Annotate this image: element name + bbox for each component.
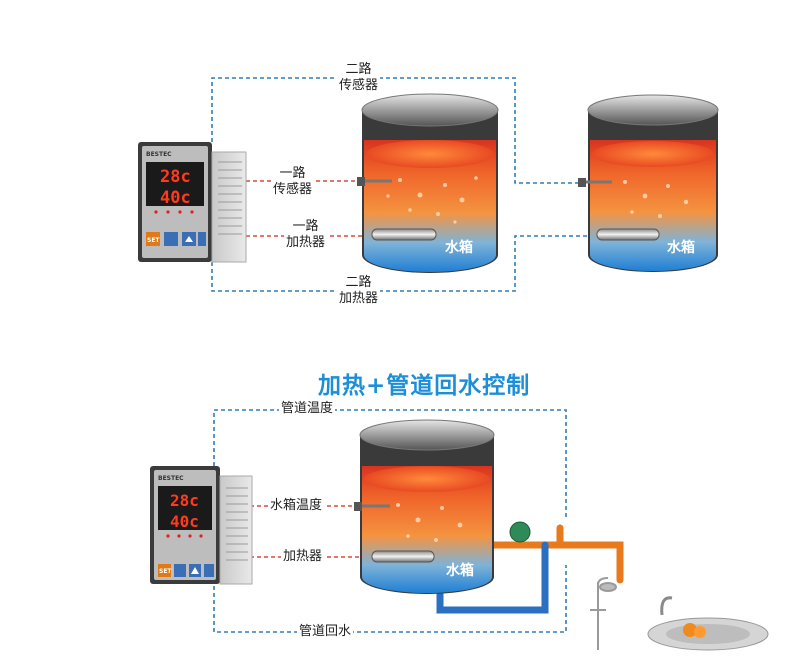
- label-ch1-sensor: 一路传感器: [271, 166, 315, 198]
- down-button[interactable]: [198, 232, 206, 246]
- brand-text: BESTEC: [146, 151, 172, 158]
- shower-icon: [590, 577, 617, 650]
- label-ch2-sensor: 二路传感器: [337, 62, 381, 94]
- svg-text:SET: SET: [147, 237, 160, 244]
- brand-text: BESTEC: [158, 475, 184, 482]
- label-heater: 加热器: [281, 549, 325, 565]
- set-button[interactable]: [146, 232, 160, 246]
- top-wiring: [211, 77, 594, 292]
- tank-top-1: 水箱: [357, 93, 499, 273]
- controller-top: BESTEC 28c 40c SET: [138, 142, 247, 263]
- up-arrow-icon: [185, 236, 193, 242]
- f1-button[interactable]: [164, 232, 178, 246]
- display-top: 28c: [170, 491, 199, 510]
- label-pipe-temp: 管道温度: [279, 401, 336, 417]
- label-ch1-heater: 一路加热器: [284, 219, 328, 251]
- tank-top-1-label: 水箱: [445, 239, 473, 256]
- down-button[interactable]: [204, 564, 214, 577]
- label-tank-temp: 水箱温度: [268, 498, 325, 514]
- pump-icon: [509, 521, 531, 543]
- tank-bottom-label: 水箱: [446, 562, 474, 579]
- up-arrow-icon: [191, 567, 199, 574]
- display-bottom: 40c: [160, 188, 191, 208]
- display-bottom: 40c: [170, 512, 199, 531]
- tank-bottom: 水箱: [354, 419, 495, 594]
- controller-bottom: BESTEC 28c 40c SET: [150, 466, 253, 585]
- tank-top-2: 水箱: [578, 94, 719, 272]
- tank-top-2-label: 水箱: [667, 239, 695, 256]
- sink-icon: [647, 596, 769, 651]
- svg-text:SET: SET: [159, 568, 172, 575]
- label-pipe-return: 管道回水: [297, 624, 354, 640]
- f1-button[interactable]: [174, 564, 186, 577]
- label-ch2-heater: 二路加热器: [337, 275, 381, 307]
- section-title: 加热+管道回水控制: [318, 373, 531, 399]
- pipes: [436, 521, 624, 614]
- display-top: 28c: [160, 167, 191, 187]
- set-button[interactable]: [158, 564, 171, 577]
